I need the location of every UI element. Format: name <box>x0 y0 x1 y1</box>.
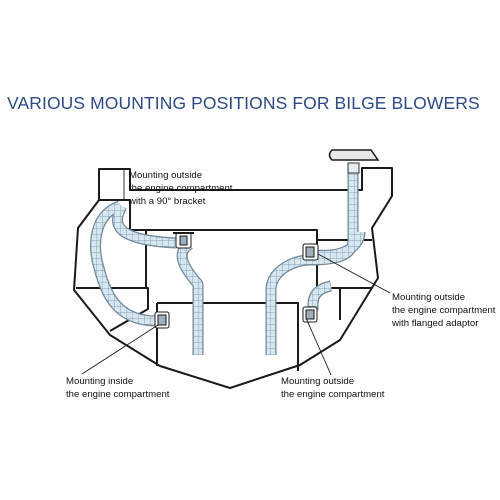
hull-outline <box>73 167 393 389</box>
deck-line <box>99 199 372 241</box>
label-bracket: Mounting outside the engine compartment … <box>128 170 235 207</box>
hull <box>73 167 393 389</box>
label-flanged: Mounting outside the engine compartment … <box>391 292 498 329</box>
blower-outside-icon <box>302 306 318 323</box>
blower-inside-icon <box>154 311 170 329</box>
leader-lines <box>81 170 391 376</box>
label-outside: Mounting outside the engine compartment <box>281 376 385 400</box>
diagram-title: VARIOUS MOUNTING POSITIONS FOR BILGE BLO… <box>7 93 480 113</box>
blower-bracket-icon <box>173 232 194 249</box>
label-inside: Mounting inside the engine compartment <box>66 376 170 400</box>
vent-cowl-icon <box>328 149 380 174</box>
blower-flanged-icon <box>302 243 319 261</box>
engine-compartment <box>156 302 299 371</box>
